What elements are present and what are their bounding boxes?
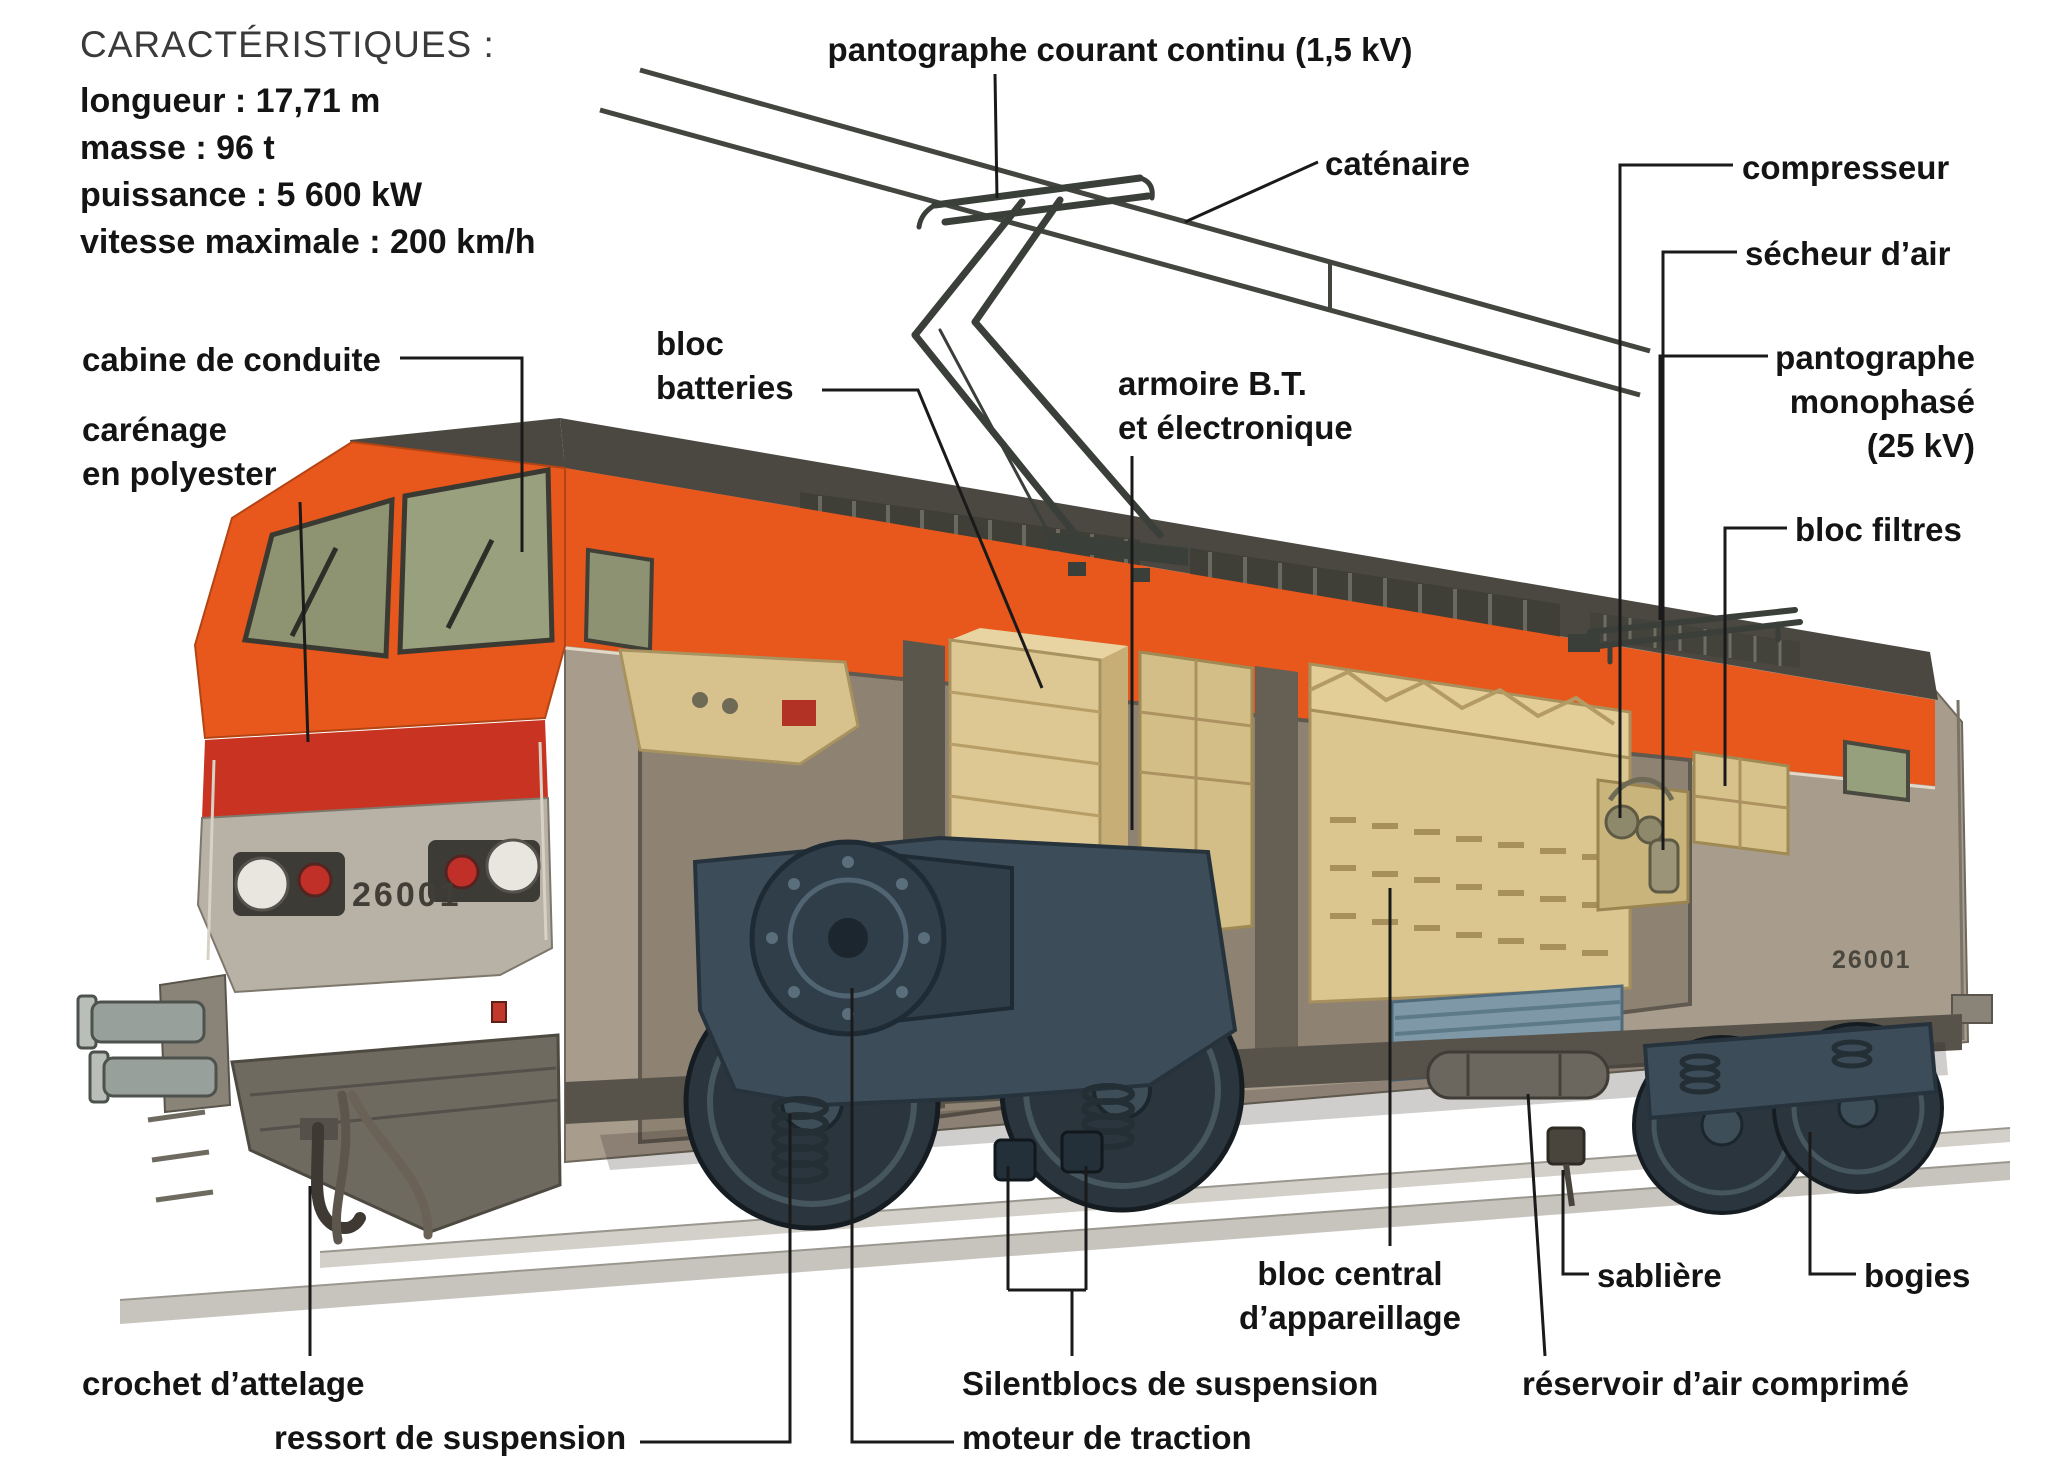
label-coupling-hook: crochet d’attelage xyxy=(82,1365,365,1402)
label-lv-cabinet: armoire B.T. et électronique xyxy=(1118,365,1353,446)
suspension-spring xyxy=(771,1083,1135,1184)
leader-compressor xyxy=(1618,163,1733,818)
label-air-dryer: sécheur d’air xyxy=(1745,235,1951,272)
leader-pantograph-ac xyxy=(1658,354,1768,620)
characteristic-mass: masse : 96 t xyxy=(80,129,275,167)
dc-pantograph xyxy=(911,174,1188,582)
leader-silentblocs xyxy=(1006,1166,1088,1356)
leader-air-reservoir xyxy=(1526,1093,1547,1357)
label-air-reservoir: réservoir d’air comprimé xyxy=(1522,1365,1910,1402)
steps xyxy=(147,1109,214,1203)
leader-catenary xyxy=(1184,160,1319,224)
label-silentblocs: Silentblocs de suspension xyxy=(962,1365,1379,1402)
brake-hoses xyxy=(331,1090,433,1245)
label-battery-block: bloc batteries xyxy=(656,325,794,406)
suspension-spring xyxy=(1679,1039,1873,1095)
front-gear xyxy=(76,973,433,1245)
leader-fairing xyxy=(298,501,310,743)
characteristics-block: CARACTÉRISTIQUES : longueur : 17,71 m ma… xyxy=(80,24,536,266)
characteristic-length: longueur : 17,71 m xyxy=(80,82,381,120)
characteristic-maxspeed: vitesse maximale : 200 km/h xyxy=(80,223,536,261)
label-cab: cabine de conduite xyxy=(82,341,381,378)
characteristic-power: puissance : 5 600 kW xyxy=(80,176,423,214)
label-catenary: caténaire xyxy=(1325,145,1470,182)
leader-sandbox xyxy=(1561,1170,1589,1276)
label-suspension-spring: ressort de suspension xyxy=(274,1419,627,1456)
ac-pantograph-folded xyxy=(1568,607,1803,665)
leader-lines xyxy=(298,73,1856,1444)
loco-number-side: 26001 xyxy=(1832,946,1912,974)
leader-traction-motor xyxy=(850,988,954,1444)
catenary-wire xyxy=(599,67,1651,398)
label-bogies: bogies xyxy=(1864,1257,1971,1294)
label-filter-block: bloc filtres xyxy=(1795,511,1962,548)
leader-pantograph-dc xyxy=(993,73,999,199)
label-pantograph-dc: pantographe courant continu (1,5 kV) xyxy=(827,31,1413,68)
label-traction-motor: moteur de traction xyxy=(962,1419,1252,1456)
sander xyxy=(1546,1126,1586,1207)
leader-battery xyxy=(822,388,1044,689)
leader-spring xyxy=(640,1114,792,1444)
label-central-block: bloc central d’appareillage xyxy=(1239,1255,1461,1336)
rear-bogie xyxy=(1546,1021,1944,1215)
leader-bogies xyxy=(1808,1132,1856,1276)
characteristics-title: CARACTÉRISTIQUES : xyxy=(80,24,495,65)
loco-number-front: 26001 xyxy=(352,876,462,914)
label-compressor: compresseur xyxy=(1742,149,1950,186)
leader-filter-block xyxy=(1723,526,1787,786)
air-reservoir xyxy=(1426,1050,1610,1100)
traction-motor xyxy=(749,839,1014,1037)
label-sandbox: sablière xyxy=(1597,1257,1722,1294)
leader-air-dryer xyxy=(1661,250,1737,850)
buffer xyxy=(76,994,218,1104)
leader-cab xyxy=(400,356,524,552)
coupling-hook xyxy=(300,1118,366,1234)
silentbloc xyxy=(993,1130,1104,1182)
label-pantograph-ac: pantographe monophasé (25 kV) xyxy=(1775,339,1975,464)
front-bogie xyxy=(683,835,1245,1231)
label-fairing: carénage en polyester xyxy=(82,411,277,492)
